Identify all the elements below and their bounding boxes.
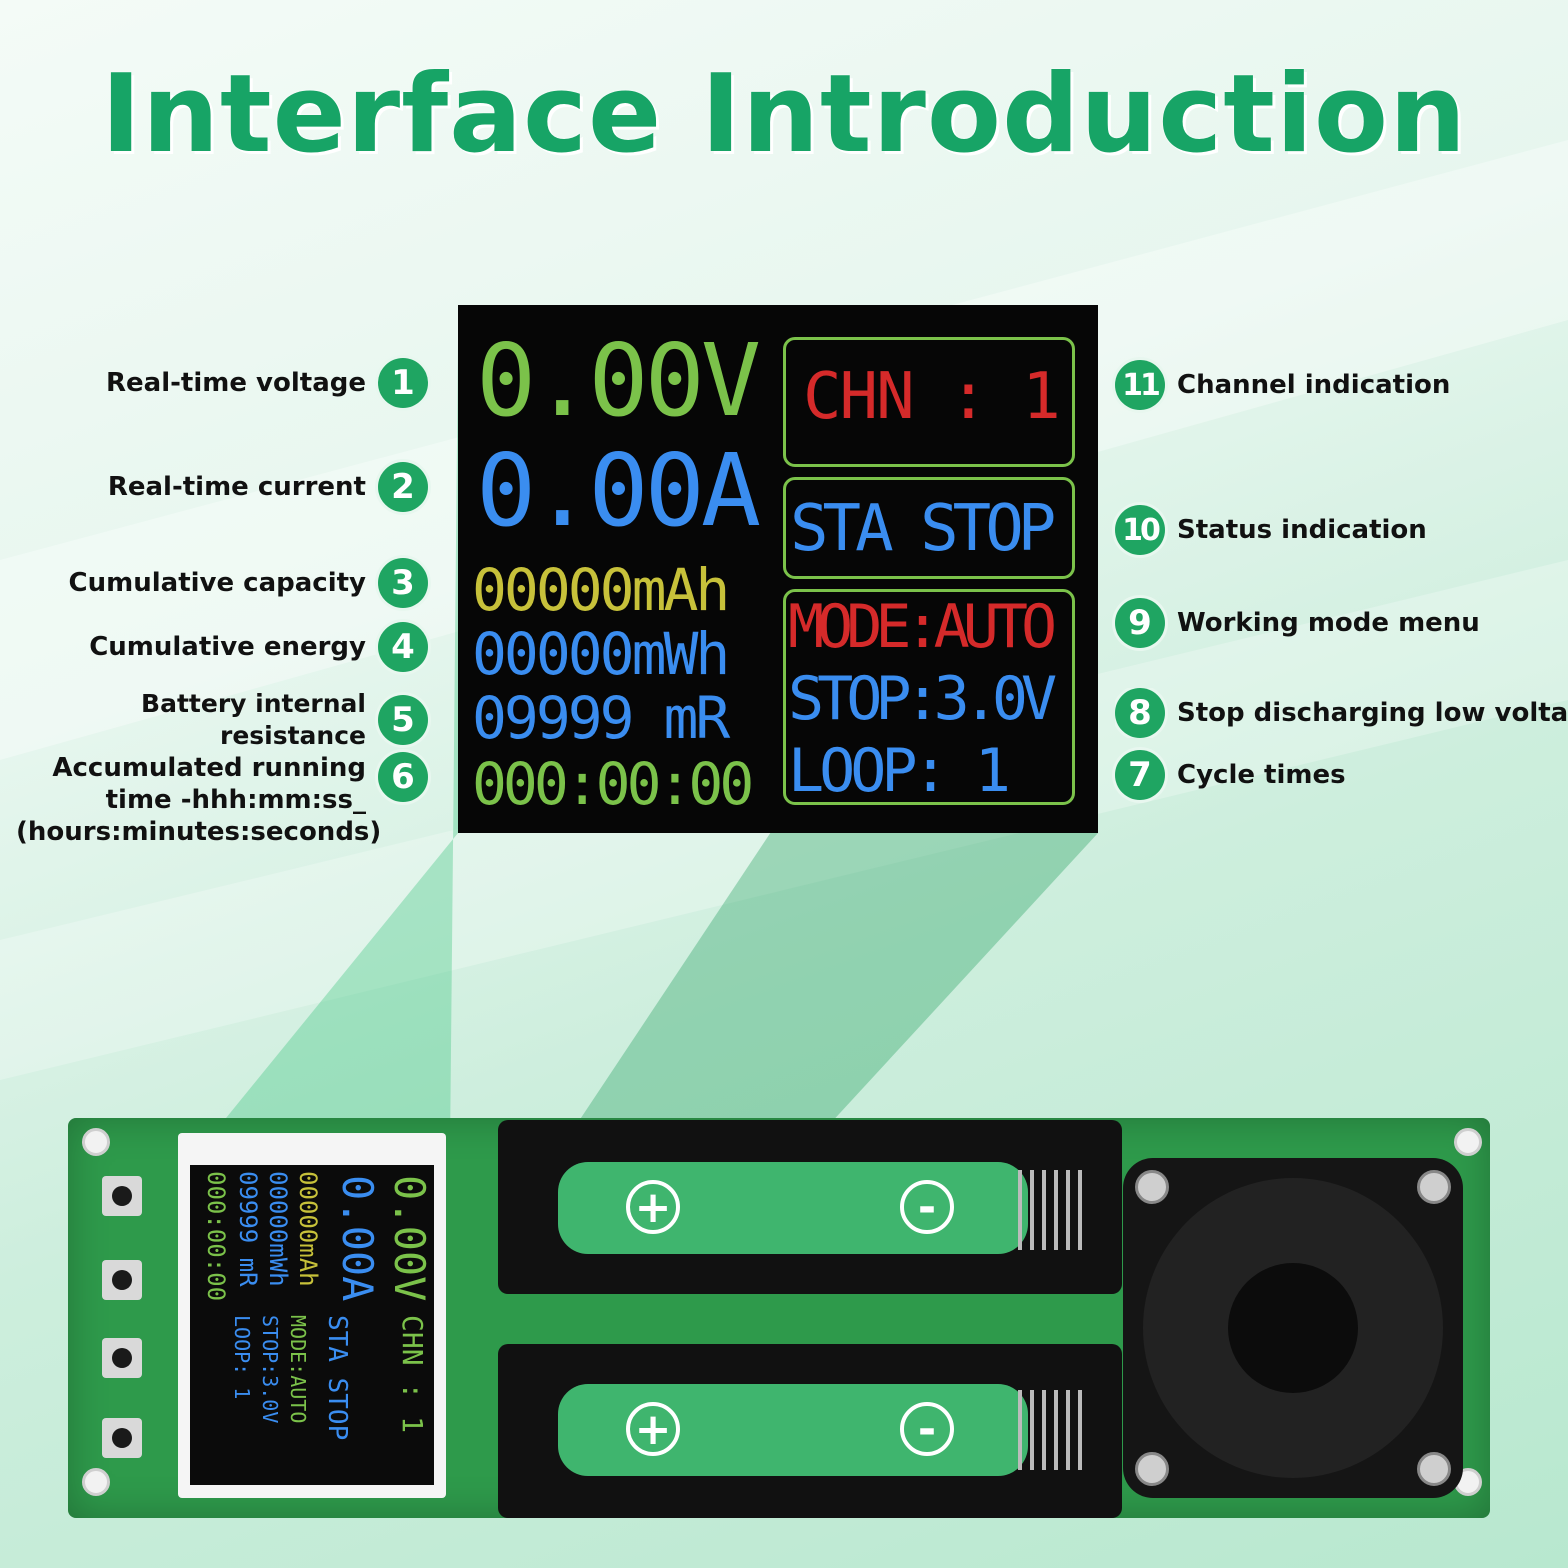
callout-accumulated-running-time: Accumulated running time -hhh:mm:ss_ (ho… xyxy=(0,752,428,848)
lcd-running-time: 000:00:00 xyxy=(472,750,754,818)
plus-icon: + xyxy=(626,1180,680,1234)
callout-battery-internal-resistance: Battery internal resistance 5 xyxy=(0,688,428,752)
callout-number-badge: 5 xyxy=(378,695,428,745)
mini-mode: MODE:AUTO xyxy=(286,1315,310,1424)
callout-number-badge: 2 xyxy=(378,462,428,512)
lcd-loop: LOOP: 1 xyxy=(788,736,1011,806)
mount-hole-icon xyxy=(1454,1128,1482,1156)
lcd-voltage: 0.00V xyxy=(476,322,761,439)
board-button-2[interactable] xyxy=(102,1260,142,1300)
callout-cumulative-capacity: Cumulative capacity 3 xyxy=(0,558,428,608)
callout-label: Cycle times xyxy=(1177,760,1346,790)
board-lcd-screen: 0.00V 0.00A 00000mAh 00000mWh 09999 mR 0… xyxy=(190,1165,434,1485)
callout-label: Status indication xyxy=(1177,515,1427,545)
minus-icon: - xyxy=(900,1402,954,1456)
lcd-channel-frame xyxy=(783,337,1075,467)
callout-label: Channel indication xyxy=(1177,370,1451,400)
spring-contact-icon xyxy=(1018,1390,1088,1470)
callout-number-badge: 9 xyxy=(1115,598,1165,648)
lcd-display: 0.00V 0.00A 00000mAh 00000mWh 09999 mR 0… xyxy=(458,305,1098,833)
callout-number-badge: 11 xyxy=(1115,360,1165,410)
screw-icon xyxy=(1135,1452,1169,1486)
mount-hole-icon xyxy=(82,1128,110,1156)
callout-label: Stop discharging low voltage xyxy=(1177,698,1568,728)
mini-channel: CHN : 1 xyxy=(396,1315,429,1434)
lcd-mode: MODE:AUTO xyxy=(788,592,1057,662)
mount-hole-icon xyxy=(82,1468,110,1496)
board-button-3[interactable] xyxy=(102,1338,142,1378)
plus-icon: + xyxy=(626,1402,680,1456)
callout-number-badge: 8 xyxy=(1115,688,1165,738)
callout-label: Cumulative capacity xyxy=(68,568,366,598)
lcd-resistance: 09999 mR xyxy=(472,684,730,752)
spring-contact-icon xyxy=(1018,1170,1088,1250)
callout-channel-indication: 11 Channel indication xyxy=(1115,360,1450,410)
circuit-board: 0.00V 0.00A 00000mAh 00000mWh 09999 mR 0… xyxy=(68,1118,1490,1518)
callout-real-time-current: Real-time current 2 xyxy=(0,462,428,512)
lcd-stop-voltage: STOP:3.0V xyxy=(788,664,1057,734)
lcd-current: 0.00A xyxy=(476,432,761,549)
lcd-status: STA STOP xyxy=(790,492,1056,566)
mini-resistance: 09999 mR xyxy=(234,1171,262,1287)
page-title: Interface Introduction xyxy=(100,52,1468,177)
callout-number-badge: 3 xyxy=(378,558,428,608)
cooling-fan xyxy=(1123,1158,1463,1498)
button-icon xyxy=(112,1428,132,1448)
battery-holder-bottom: + - xyxy=(498,1344,1122,1518)
lcd-capacity: 00000mAh xyxy=(472,556,730,624)
callout-real-time-voltage: Real-time voltage 1 xyxy=(0,358,428,408)
mini-current: 0.00A xyxy=(333,1175,382,1302)
lcd-status-frame xyxy=(783,477,1075,579)
callout-number-badge: 1 xyxy=(378,358,428,408)
callout-number-badge: 6 xyxy=(378,752,428,802)
mini-voltage: 0.00V xyxy=(385,1175,434,1302)
button-icon xyxy=(112,1270,132,1290)
screw-icon xyxy=(1417,1452,1451,1486)
button-icon xyxy=(112,1348,132,1368)
board-button-4[interactable] xyxy=(102,1418,142,1458)
screw-icon xyxy=(1417,1170,1451,1204)
fan-hub xyxy=(1228,1263,1358,1393)
lcd-energy: 00000mWh xyxy=(472,620,730,688)
callout-label: Real-time voltage xyxy=(106,368,366,398)
mini-stop-voltage: STOP:3.0V xyxy=(258,1315,282,1424)
battery-holder-top: + - xyxy=(498,1120,1122,1294)
callout-number-badge: 7 xyxy=(1115,750,1165,800)
lcd-settings-frame xyxy=(783,589,1075,805)
callout-working-mode-menu: 9 Working mode menu xyxy=(1115,598,1480,648)
mini-running-time: 000:00:00 xyxy=(202,1171,230,1302)
mini-capacity: 00000mAh xyxy=(294,1171,322,1287)
callout-label: Battery internal resistance xyxy=(141,689,366,750)
mini-status: STA STOP xyxy=(322,1315,352,1441)
callout-cycle-times: 7 Cycle times xyxy=(1115,750,1346,800)
callout-number-badge: 10 xyxy=(1115,505,1165,555)
board-lcd-module: 0.00V 0.00A 00000mAh 00000mWh 09999 mR 0… xyxy=(178,1133,446,1498)
board-button-1[interactable] xyxy=(102,1176,142,1216)
lcd-channel: CHN : 1 xyxy=(803,360,1061,434)
callout-number-badge: 4 xyxy=(378,622,428,672)
callout-status-indication: 10 Status indication xyxy=(1115,505,1427,555)
mini-energy: 00000mWh xyxy=(264,1171,292,1287)
screw-icon xyxy=(1135,1170,1169,1204)
callout-label: Cumulative energy xyxy=(89,632,366,662)
callout-label: Working mode menu xyxy=(1177,608,1480,638)
callout-label: Real-time current xyxy=(107,472,366,502)
callout-cumulative-energy: Cumulative energy 4 xyxy=(0,622,428,672)
button-icon xyxy=(112,1186,132,1206)
callout-label: Accumulated running time -hhh:mm:ss_ (ho… xyxy=(16,753,382,847)
minus-icon: - xyxy=(900,1180,954,1234)
mini-loop: LOOP: 1 xyxy=(230,1315,254,1400)
callout-stop-discharging-low-voltage: 8 Stop discharging low voltage xyxy=(1115,688,1568,738)
